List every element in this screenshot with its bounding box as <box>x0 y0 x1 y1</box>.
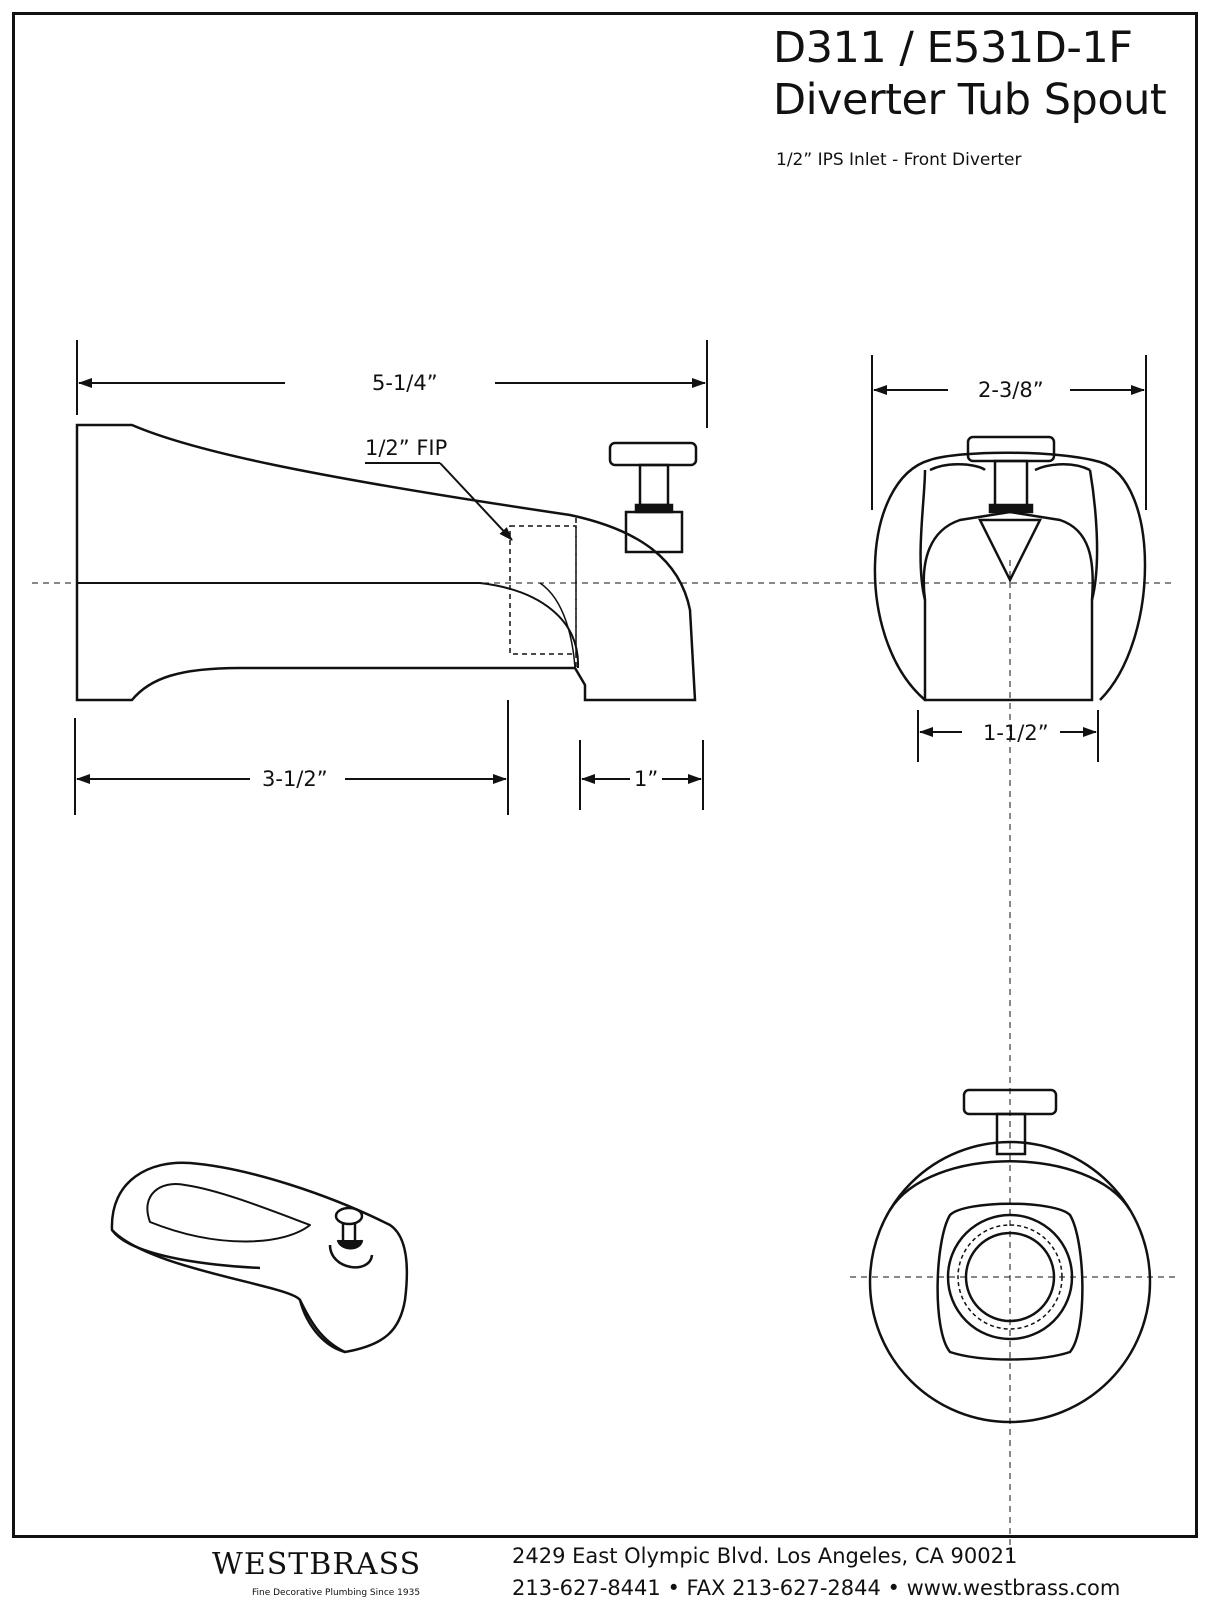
side-view-inlet-hidden <box>509 525 577 655</box>
contact-block: 2429 East Olympic Blvd. Los Angeles, CA … <box>512 1540 1120 1604</box>
dim-outlet-label: 1” <box>634 767 658 791</box>
phone-fax-web: 213-627-8441 • FAX 213-627-2844 • www.we… <box>512 1576 1121 1600</box>
front-view-body <box>922 510 1094 702</box>
drawing-frame <box>12 12 1198 1538</box>
dim-inlet-leader <box>365 462 513 541</box>
side-view-body <box>75 423 697 702</box>
front-view <box>873 435 1147 702</box>
dim-outlet-width-label: 1-1/2” <box>983 721 1049 745</box>
isometric-diverter-knob <box>334 1206 364 1226</box>
front-view-rim <box>873 451 1147 701</box>
isometric-view <box>110 1161 409 1354</box>
front-view-diverter-knob <box>966 435 1056 463</box>
dim-width-label: 2-3/8” <box>978 378 1044 402</box>
product-name: Diverter Tub Spout <box>773 75 1167 125</box>
dim-overall-length-label: 5-1/4” <box>372 371 438 395</box>
title-block: D311 / E531D-1F Diverter Tub Spout <box>773 22 1167 126</box>
side-view-bore <box>77 582 580 669</box>
end-view-flange <box>868 1140 1152 1424</box>
front-view-diverter-cone <box>977 518 1043 583</box>
dim-width <box>871 355 1147 510</box>
brand-tagline: Fine Decorative Plumbing Since 1935 <box>252 1588 421 1598</box>
dim-inlet-label: 1/2” FIP <box>365 436 447 460</box>
dim-outlet <box>579 740 704 810</box>
side-view-diverter-knob <box>608 441 698 467</box>
side-view-diverter-stem <box>638 463 670 507</box>
end-view-outlet <box>946 1213 1074 1341</box>
dim-overall-length <box>76 340 708 428</box>
dim-inlet-depth-label: 3-1/2” <box>262 767 328 791</box>
dim-outlet-width <box>917 710 1099 762</box>
dim-inlet-depth <box>74 700 509 815</box>
model-number: D311 / E531D-1F <box>773 23 1133 73</box>
end-view <box>868 1088 1152 1424</box>
side-view <box>75 423 698 702</box>
end-view-body <box>936 1202 1084 1361</box>
brand-logo: WESTBRASS <box>212 1547 422 1582</box>
product-spec: 1/2” IPS Inlet - Front Diverter <box>776 150 1022 170</box>
isometric-spout-body <box>110 1161 409 1354</box>
address: 2429 East Olympic Blvd. Los Angeles, CA … <box>512 1544 1018 1568</box>
center-lines <box>32 560 1180 1560</box>
